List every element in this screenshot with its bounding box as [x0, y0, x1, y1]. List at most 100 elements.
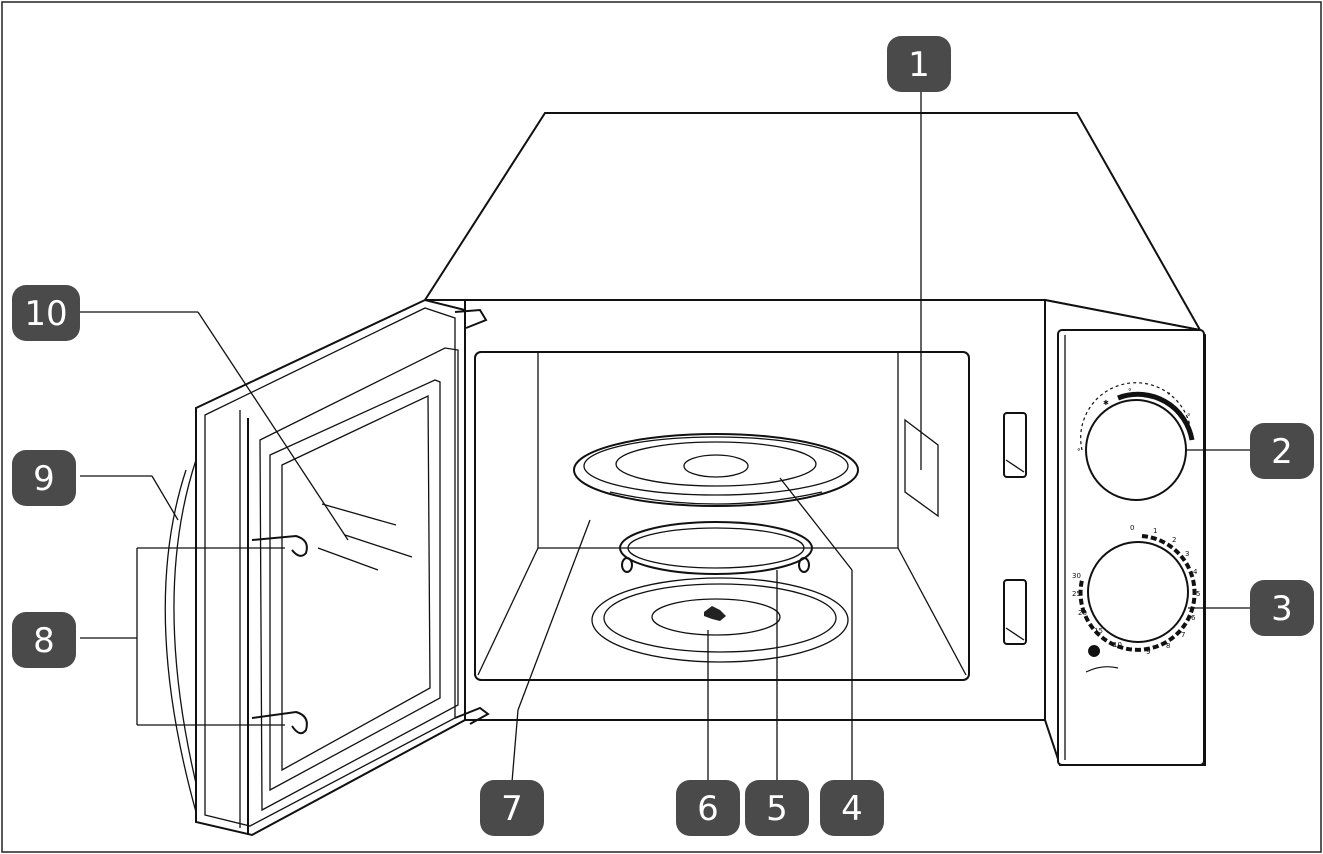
timer-label: 8 [1166, 642, 1170, 650]
door-window [269, 379, 441, 792]
turntable-underside [609, 491, 823, 505]
cavity-floor-right [897, 547, 967, 676]
callout-badge-bg [12, 285, 80, 341]
door-panel [195, 298, 466, 837]
timer-clock-underline [1085, 666, 1119, 673]
oven-cavity [474, 351, 1027, 681]
leader-7a [511, 709, 519, 783]
power-symbol-med: ⚬ [1166, 390, 1172, 398]
turntable-middle-ring [615, 441, 817, 487]
latch-slot-top-detail [1005, 459, 1025, 473]
callout-number: 1 [908, 45, 930, 85]
cavity-floor-left [477, 547, 539, 676]
timer-label: 9 [1146, 648, 1150, 656]
timer-dial-labels: 0 1 2 3 4 5 6 7 8 9 10 15 20 25 30 [1072, 524, 1200, 656]
timer-label: 2 [1172, 536, 1176, 544]
callout-badge-bg [480, 780, 544, 836]
callout-5: 5 [745, 780, 809, 836]
power-scale-bar [1117, 391, 1195, 441]
turntable-shaft [704, 606, 726, 621]
timer-label: 7 [1181, 631, 1185, 639]
timer-label: 1 [1153, 527, 1157, 535]
callout-number: 8 [33, 621, 55, 661]
callout-badge-bg [1250, 423, 1314, 479]
callout-badge-bg [1250, 580, 1314, 636]
turntable-rim [573, 433, 859, 507]
timer-label: 30 [1072, 572, 1081, 580]
timer-scale-bar [1078, 534, 1197, 652]
callout-number: 2 [1271, 432, 1293, 472]
callout-8: 8 [12, 612, 76, 668]
door-window-inner [281, 394, 431, 772]
roller-wheel-right [798, 557, 810, 573]
callout-badge-bg [12, 450, 76, 506]
callout-number: 9 [33, 459, 55, 499]
timer-label: 20 [1078, 609, 1087, 617]
callout-badge-bg [745, 780, 809, 836]
leader-7b [517, 519, 591, 711]
callout-number: 6 [697, 789, 719, 829]
leader-10b [197, 311, 349, 541]
glass-turntable [573, 433, 859, 507]
timer-label: 25 [1072, 590, 1081, 598]
callout-10: 10 [12, 285, 80, 341]
top-panel [423, 112, 1202, 332]
cavity-opening [474, 351, 970, 681]
floor-track-outer [591, 577, 849, 663]
leader-4b [779, 477, 853, 571]
latch-slot-bottom [1003, 579, 1027, 645]
roller-ring-outer [619, 521, 813, 575]
latch-slot-bottom-detail [1005, 627, 1025, 641]
callout-9: 9 [12, 450, 76, 506]
callout-badge-bg [676, 780, 740, 836]
timer-label: 0 [1130, 524, 1134, 532]
floor-center-plate [651, 598, 781, 636]
power-scale-dashed [1080, 382, 1191, 451]
glare-2 [344, 534, 413, 558]
timer-clock-icon [1088, 645, 1101, 657]
timer-knob: 0 1 2 3 4 5 6 7 8 9 10 15 20 25 30 [1072, 524, 1200, 673]
power-knob: ✱ ⚬ ⚬ ⚬ ⚬ [1076, 382, 1195, 501]
door-swing-arc-1 [173, 459, 201, 801]
timer-label: 10 [1113, 641, 1122, 649]
door [164, 298, 490, 837]
floor-track-inner [603, 583, 837, 653]
hinge-top [454, 308, 488, 329]
timer-label: 4 [1193, 568, 1198, 576]
callout-4: 4 [820, 780, 884, 836]
turntable-floor [591, 577, 849, 663]
roller-ring-inner [627, 527, 805, 569]
door-hook-top [251, 534, 308, 557]
power-symbol-warm: ⚬ [1076, 446, 1082, 454]
turntable-inner-ring [583, 436, 849, 496]
timer-label: 3 [1185, 550, 1189, 558]
glare-3 [317, 547, 379, 571]
door-inner-frame [259, 347, 459, 812]
roller-wheel-left [621, 557, 633, 573]
timer-label: 5 [1196, 590, 1200, 598]
callout-2: 2 [1250, 423, 1314, 479]
latch-slot-top [1003, 412, 1027, 478]
power-symbol-defrost: ✱ [1103, 399, 1109, 407]
leader-lines [78, 92, 1256, 783]
callout-6: 6 [676, 780, 740, 836]
callout-number: 3 [1271, 589, 1293, 629]
callout-badge-bg [12, 612, 76, 668]
power-symbol-low: ⚬ [1127, 386, 1133, 394]
callout-number: 10 [24, 294, 67, 334]
callout-number: 5 [766, 789, 788, 829]
timer-label: 6 [1191, 614, 1196, 622]
turntable-center [683, 454, 749, 478]
leader-9b [151, 475, 179, 521]
callout-7: 7 [480, 780, 544, 836]
roller-ring [619, 521, 813, 575]
callout-number: 7 [501, 789, 523, 829]
hinge-bottom [454, 706, 490, 725]
glare-1 [321, 503, 397, 526]
timer-label: 15 [1094, 627, 1103, 635]
door-hook-bottom [251, 710, 308, 735]
